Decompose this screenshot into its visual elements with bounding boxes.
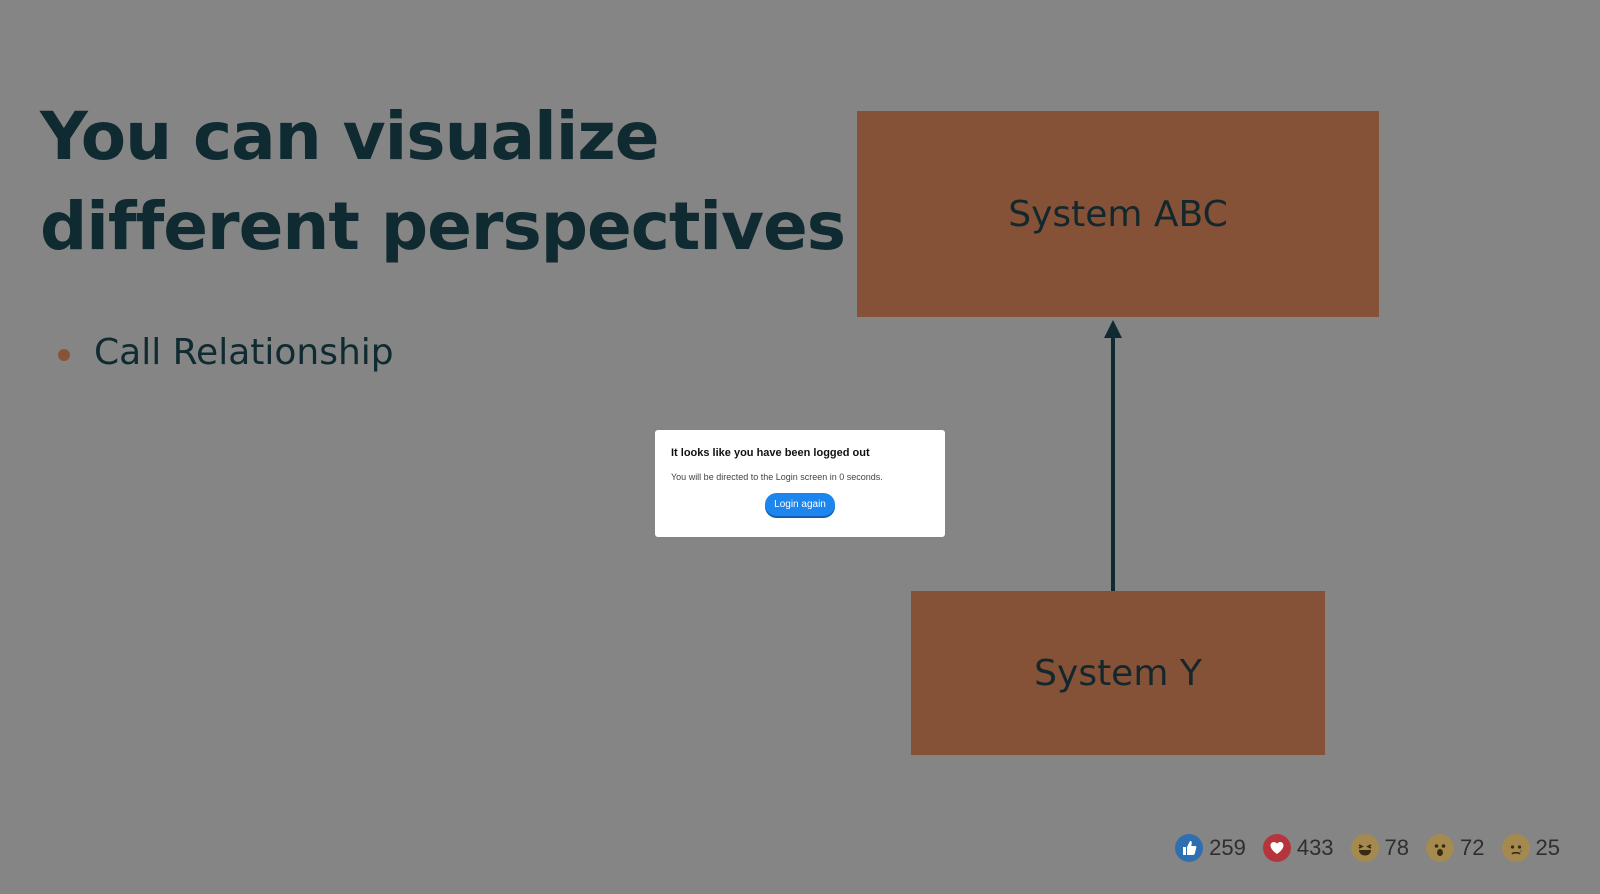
love-count: 433: [1296, 835, 1334, 860]
slide-title: You can visualize different perspectives: [40, 92, 846, 272]
dialog-actions: Login again: [671, 493, 929, 516]
heart-icon: [1262, 834, 1291, 862]
system-abc-label: System ABC: [1008, 193, 1228, 235]
bullet-text: Call Relationship: [94, 332, 394, 373]
reaction-laugh[interactable]: 78: [1350, 834, 1410, 862]
sad-count: 25: [1535, 835, 1560, 860]
laugh-count: 78: [1384, 835, 1410, 860]
dialog-message: You will be directed to the Login screen…: [671, 472, 883, 482]
dialog-title: It looks like you have been logged out: [671, 447, 870, 459]
reactions-bar: 259 433 78 72 25: [1158, 834, 1560, 862]
system-y-box: System Y: [911, 591, 1325, 755]
like-count: 259: [1209, 835, 1246, 860]
thumbs-up-icon: [1175, 834, 1204, 862]
slide-title-line-1: You can visualize: [40, 98, 660, 175]
system-y-label: System Y: [1034, 652, 1202, 694]
system-abc-box: System ABC: [857, 111, 1379, 317]
arrow-head: [1104, 320, 1122, 338]
sad-icon: [1501, 834, 1530, 862]
reaction-sad[interactable]: 25: [1501, 834, 1560, 862]
surprised-icon: [1426, 834, 1455, 862]
reaction-wow[interactable]: 72: [1426, 834, 1485, 862]
bullet-dot-icon: [58, 348, 70, 361]
login-again-button[interactable]: Login again: [765, 493, 835, 516]
reaction-love[interactable]: 433: [1262, 834, 1334, 862]
slide-title-line-2: different perspectives: [40, 188, 846, 265]
wow-count: 72: [1460, 835, 1485, 860]
laughing-icon: [1350, 834, 1379, 862]
logged-out-dialog: It looks like you have been logged out Y…: [655, 430, 945, 537]
reaction-like[interactable]: 259: [1175, 834, 1246, 862]
bullet-list: Call Relationship: [58, 332, 394, 373]
bullet-item: Call Relationship: [58, 332, 394, 373]
call-arrow: [1104, 320, 1122, 591]
